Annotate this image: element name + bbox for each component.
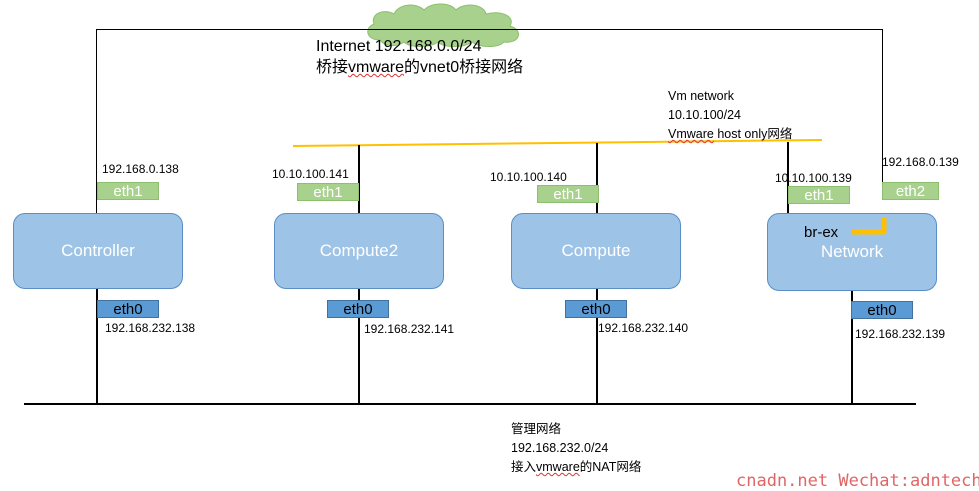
mgmt-line-network <box>851 290 853 404</box>
vm-line-compute2 <box>358 145 360 214</box>
internet-bridge-desc: 桥接vmware的vnet0桥接网络 <box>316 59 524 76</box>
controller-eth1-tag: eth1 <box>97 182 159 200</box>
network-eth0-ip: 192.168.232.139 <box>855 327 946 341</box>
cloud-icon <box>367 3 519 47</box>
controller-eth1-ip: 192.168.0.138 <box>102 162 179 176</box>
mgmt-line-compute <box>596 288 598 404</box>
compute2-eth1-ip: 10.10.100.141 <box>272 167 349 181</box>
internet-top-line <box>96 29 882 30</box>
mgmt-network-title: 管理网络 <box>511 422 562 436</box>
network-eth2-tag: eth2 <box>882 182 939 200</box>
mgmt-bus <box>24 403 916 405</box>
network-eth0-tag: eth0 <box>851 301 913 319</box>
internet-label: Internet 192.168.0.0/24 桥接vmware的vnet0桥接… <box>316 36 523 78</box>
compute-eth1-tag: eth1 <box>537 185 599 203</box>
internet-line-network <box>882 29 883 183</box>
internet-line-controller <box>96 29 97 213</box>
vm-network-title: Vm network <box>668 89 734 103</box>
node-network: Network <box>767 213 937 291</box>
controller-eth0-tag: eth0 <box>97 300 159 318</box>
br-ex-label: br-ex <box>804 224 839 241</box>
vm-network-subnet: 10.10.100/24 <box>668 108 741 122</box>
compute2-eth0-tag: eth0 <box>327 300 389 318</box>
mgmt-network-label: 管理网络 192.168.232.0/24 接入vmware的NAT网络 <box>511 420 641 477</box>
br-ex-arrow-icon <box>852 218 887 235</box>
vm-line-network <box>787 142 789 214</box>
compute-eth0-ip: 192.168.232.140 <box>598 321 689 335</box>
mgmt-network-subnet: 192.168.232.0/24 <box>511 441 609 455</box>
network-eth1-tag: eth1 <box>788 186 850 204</box>
controller-eth0-ip: 192.168.232.138 <box>105 321 196 335</box>
node-controller: Controller <box>13 213 183 289</box>
node-compute: Compute <box>511 213 681 289</box>
vm-line-compute <box>596 143 598 214</box>
compute2-eth1-tag: eth1 <box>297 183 359 201</box>
vm-network-label: Vm network 10.10.100/24 Vmware host only… <box>668 87 792 144</box>
internet-subnet: Internet 192.168.0.0/24 <box>316 38 482 55</box>
compute-eth1-ip: 10.10.100.140 <box>490 170 567 184</box>
network-eth1-ip: 10.10.100.139 <box>775 171 852 185</box>
mgmt-network-desc: 接入vmware的NAT网络 <box>511 460 642 474</box>
network-eth2-ip: 192.168.0.139 <box>882 155 959 169</box>
compute2-eth0-ip: 192.168.232.141 <box>364 322 455 336</box>
vm-network-desc: Vmware host only网络 <box>668 127 793 141</box>
mgmt-line-controller <box>96 288 98 404</box>
mgmt-line-compute2 <box>358 288 360 404</box>
node-compute2: Compute2 <box>274 213 444 289</box>
watermark: cnadn.net Wechat:adntech <box>736 471 979 491</box>
compute-eth0-tag: eth0 <box>565 300 627 318</box>
